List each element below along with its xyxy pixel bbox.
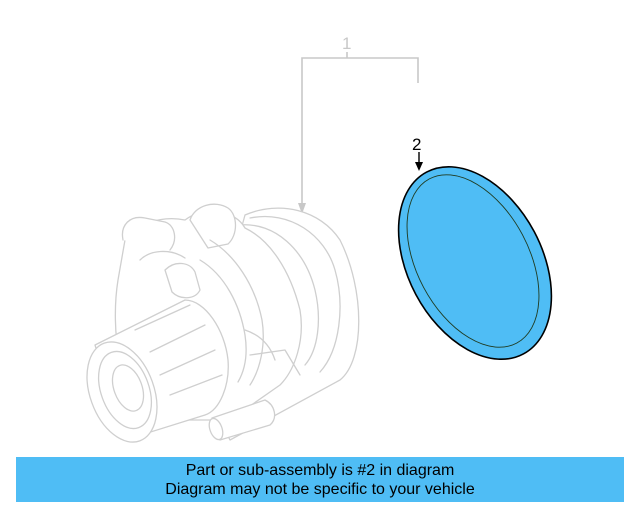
banner-line-disclaimer: Diagram may not be specific to your vehi… <box>165 481 475 498</box>
water-pump-ghost <box>86 203 360 443</box>
banner-line-part-number: Part or sub-assembly is #2 in diagram <box>185 462 455 479</box>
callout-1 <box>298 52 419 214</box>
info-banner: Part or sub-assembly is #2 in diagram Di… <box>16 457 624 502</box>
callout-1-number[interactable]: 1 <box>342 34 351 53</box>
callout-2-number[interactable]: 2 <box>412 135 421 154</box>
callout-2-arrow <box>415 152 423 171</box>
gasket-part-2[interactable] <box>367 141 582 386</box>
